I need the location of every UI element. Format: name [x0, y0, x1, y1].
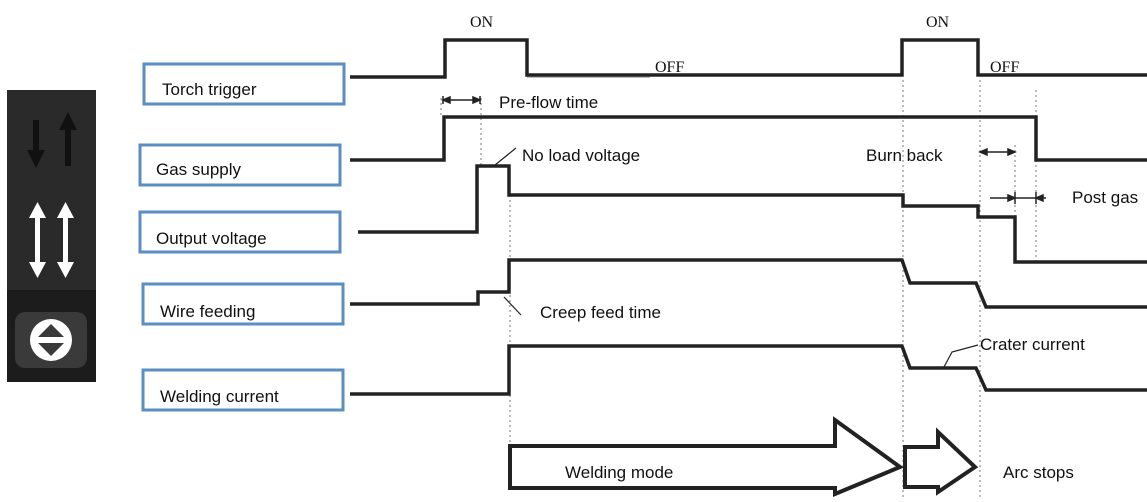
up-down-diamond-icon[interactable] — [15, 312, 87, 368]
pre-flow-time-label: Pre-flow time — [499, 93, 598, 112]
signal-traces — [350, 38, 1147, 396]
torch-trigger-label: Torch trigger — [162, 80, 257, 99]
crater-current-label: Crater current — [980, 335, 1085, 354]
burn-back-label: Burn back — [866, 146, 943, 165]
gas-supply-label: Gas supply — [156, 160, 242, 179]
wire-feeding-label: Wire feeding — [160, 302, 255, 321]
welding-current-box — [141, 368, 345, 412]
gas-supply-box — [138, 143, 342, 187]
welding-current-label: Welding current — [160, 387, 279, 406]
no-load-voltage-label: No load voltage — [522, 146, 640, 165]
signal-labels: Torch trigger Gas supply Output voltage … — [138, 62, 346, 412]
gas-supply-trace — [350, 115, 1147, 162]
dimension-markers — [441, 95, 1046, 204]
welding-current-trace — [350, 344, 1147, 396]
post-gas-label: Post gas — [1072, 188, 1138, 207]
welding-mode-arrow — [508, 416, 905, 497]
torch-trigger-trace — [350, 38, 1147, 79]
output-voltage-label: Output voltage — [156, 229, 267, 248]
on-label-1: ON — [470, 14, 494, 31]
timing-guide-lines — [440, 80, 1037, 497]
creep-feed-leader — [503, 296, 522, 316]
annotations: ON ON OFF OFF Pre-flow time No load volt… — [470, 14, 1138, 482]
arc-stops-label: Arc stops — [1003, 463, 1074, 482]
off-label-2: OFF — [990, 59, 1019, 76]
welding-mode-arrows — [508, 416, 979, 497]
double-up-down-arrows-icon[interactable] — [29, 202, 74, 278]
welding-mode-label: Welding mode — [565, 463, 673, 482]
torch-trigger-box — [142, 62, 346, 106]
on-label-2: ON — [926, 14, 950, 31]
down-up-arrows-icon[interactable] — [27, 112, 77, 168]
crater-current-leader — [943, 344, 979, 368]
wire-feeding-box — [141, 282, 345, 326]
mode-side-panel — [7, 90, 96, 382]
arc-stops-arrow — [903, 427, 979, 496]
off-label-1: OFF — [655, 59, 684, 76]
creep-feed-time-label: Creep feed time — [540, 303, 661, 322]
wire-feeding-trace — [350, 258, 1147, 309]
output-voltage-box — [138, 210, 342, 254]
output-voltage-trace — [358, 164, 1147, 264]
no-load-leader — [494, 147, 517, 166]
